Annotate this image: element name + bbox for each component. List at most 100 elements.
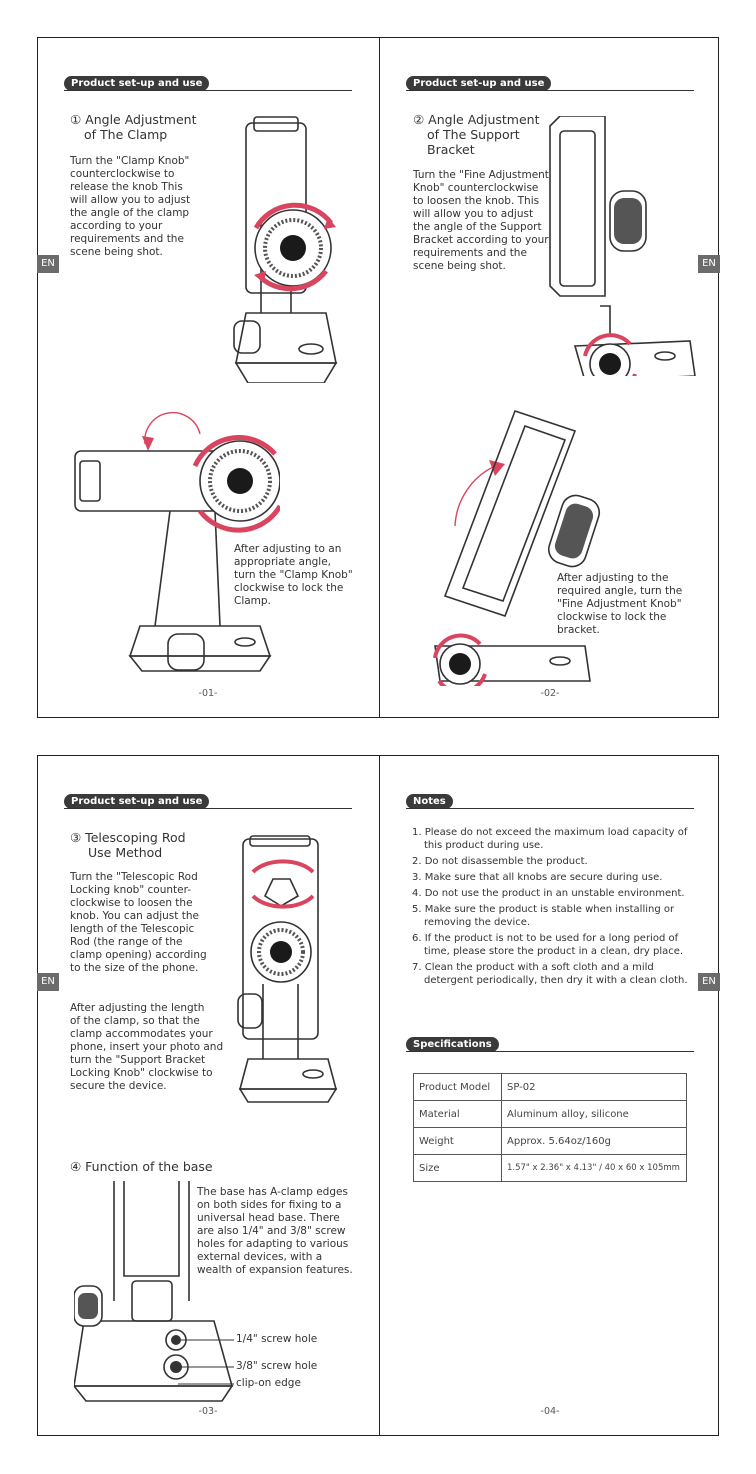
text-line: clamp opening) according	[70, 949, 207, 961]
specifications-pill: Specifications	[406, 1037, 499, 1052]
notes-pill: Notes	[406, 794, 453, 809]
text-line: according to your	[70, 220, 163, 232]
text-line: Turn the "Clamp Knob"	[70, 155, 190, 167]
section-pill: Product set-up and use	[64, 76, 210, 91]
instruction-text: Turn the "Fine Adjustment Knob" counterc…	[413, 169, 549, 273]
text-line: are also 1/4" and 3/8" screw	[197, 1225, 346, 1237]
step-title: ① Angle Adjustment of The Clamp	[70, 112, 197, 142]
callout-clip-edge: clip-on edge	[236, 1377, 301, 1389]
page-04: Notes EN 1. Please do not exceed the max…	[380, 756, 720, 1435]
language-tab: EN	[37, 973, 59, 991]
text-line: Bracket according to your	[413, 234, 549, 246]
text-line: clockwise to loosen the	[70, 897, 193, 909]
note-item: 3. Make sure that all knobs are secure d…	[412, 872, 663, 883]
text-line: counterclockwise to	[70, 168, 175, 180]
after-adjust-text: After adjusting to an appropriate angle,…	[234, 543, 353, 608]
text-line: Rod (the range of the	[70, 936, 183, 948]
text-line: will allow you to adjust	[413, 208, 534, 220]
step-title-line: ③ Telescoping Rod	[70, 830, 186, 845]
step-title-line: Use Method	[88, 845, 163, 860]
page-01: Product set-up and use EN ① Angle Adjust…	[37, 38, 378, 717]
page-03: Product set-up and use EN ③ Telescoping …	[37, 756, 378, 1435]
bracket-front-illustration	[540, 116, 700, 376]
base-description: The base has A-clamp edges on both sides…	[197, 1186, 353, 1277]
text-line: requirements and the	[413, 247, 527, 259]
spec-value: Aluminum alloy, silicone	[501, 1100, 687, 1128]
step-title: ③ Telescoping Rod Use Method	[70, 830, 186, 860]
callout-quarter-inch-hole: 1/4" screw hole	[236, 1333, 318, 1345]
text-line: After adjusting to the	[557, 572, 669, 584]
table-row: Material Aluminum alloy, silicone	[413, 1100, 687, 1128]
section-pill: Product set-up and use	[64, 794, 210, 809]
step-title-line: ① Angle Adjustment	[70, 112, 197, 127]
language-tab: EN	[37, 255, 59, 273]
note-item: 2. Do not disassemble the product.	[412, 856, 588, 867]
text-line: required angle, turn the	[557, 585, 683, 597]
text-line: Locking Knob" clockwise to	[70, 1067, 213, 1079]
text-line: Turn the "Telescopic Rod	[70, 871, 198, 883]
step-title-line: of The Support	[427, 127, 520, 142]
text-line: holes for adapting to various	[197, 1238, 349, 1250]
text-line: After adjusting the length	[70, 1002, 205, 1014]
specifications-table: Product Model SP-02 Material Aluminum al…	[413, 1073, 687, 1182]
section-rule	[406, 808, 694, 809]
spec-key: Material	[413, 1100, 502, 1128]
text-line: length of the Telescopic	[70, 923, 195, 935]
text-line: clockwise to lock the	[234, 582, 344, 594]
section-header: Product set-up and use	[406, 76, 694, 92]
text-line: scene being shot.	[413, 260, 506, 272]
spec-key: Weight	[413, 1127, 502, 1155]
callout-three-eighths-hole: 3/8" screw hole	[236, 1360, 318, 1372]
text-line: appropriate angle,	[234, 556, 331, 568]
page-number: -03-	[198, 1406, 218, 1417]
section-rule	[64, 90, 352, 91]
text-line: Locking knob" counter-	[70, 884, 192, 896]
text-line: the angle of the Support	[413, 221, 542, 233]
page-02: Product set-up and use EN ② Angle Adjust…	[380, 38, 720, 717]
text-line: turn the "Clamp Knob"	[234, 569, 353, 581]
table-row: Product Model SP-02	[413, 1073, 687, 1101]
section-header: Product set-up and use	[64, 76, 352, 92]
clamp-front-illustration	[216, 113, 366, 383]
section-pill: Product set-up and use	[406, 76, 552, 91]
spec-key: Product Model	[413, 1073, 502, 1101]
page-divider	[379, 38, 380, 717]
text-line: will allow you to adjust	[70, 194, 191, 206]
page-divider	[379, 756, 380, 1435]
language-tab: EN	[698, 973, 720, 991]
note-item: 1. Please do not exceed the maximum load…	[412, 827, 688, 851]
spec-value: SP-02	[501, 1073, 687, 1101]
text-line: bracket.	[557, 624, 600, 636]
page-number: -01-	[198, 688, 218, 699]
notes-list: 1. Please do not exceed the maximum load…	[412, 826, 704, 990]
bottom-spread: Product set-up and use EN ③ Telescoping …	[37, 755, 720, 1436]
text-line: Turn the "Fine Adjustment	[413, 169, 549, 181]
text-line: of the clamp, so that the	[70, 1015, 200, 1027]
section-rule	[406, 90, 694, 91]
text-line: to loosen the knob. This	[413, 195, 540, 207]
note-item: 7. Clean the product with a soft cloth a…	[412, 962, 688, 986]
specifications-header: Specifications	[406, 1037, 694, 1053]
text-line: turn the "Support Bracket	[70, 1054, 206, 1066]
text-line: clockwise to lock the	[557, 611, 667, 623]
text-line: wealth of expansion features.	[197, 1264, 353, 1276]
text-line: scene being shot.	[70, 246, 163, 258]
bracket-tilt-illustration	[425, 406, 625, 686]
text-line: to the size of the phone.	[70, 962, 199, 974]
text-line: requirements and the	[70, 233, 184, 245]
text-line: "Fine Adjustment Knob"	[557, 598, 682, 610]
step-title: ② Angle Adjustment of The Support Bracke…	[413, 112, 540, 157]
text-line: phone, insert your photo and	[70, 1041, 224, 1053]
text-line: release the knob This	[70, 181, 183, 193]
section-header: Product set-up and use	[64, 794, 352, 810]
text-line: secure the device.	[70, 1080, 167, 1092]
page-number: -04-	[540, 1406, 560, 1417]
page-number: -02-	[540, 688, 560, 699]
note-item: 4. Do not use the product in an unstable…	[412, 888, 685, 899]
step-title-line: ② Angle Adjustment	[413, 112, 540, 127]
step-title-line: of The Clamp	[84, 127, 168, 142]
note-item: 6. If the product is not to be used for …	[412, 933, 684, 957]
spec-value: 1.57" x 2.36" x 4.13" / 40 x 60 x 105mm	[501, 1154, 687, 1182]
step-title-line: Bracket	[427, 142, 475, 157]
text-line: After adjusting to an	[234, 543, 342, 555]
